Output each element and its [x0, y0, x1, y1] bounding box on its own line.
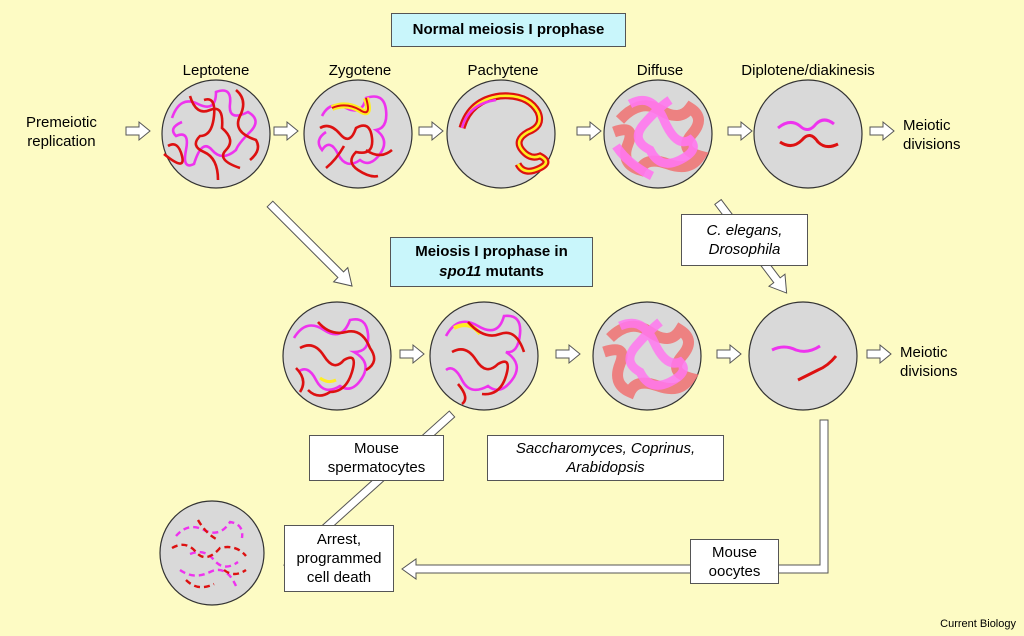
meiotic-divisions-bottom: Meiotic divisions: [900, 343, 958, 381]
sacch-line2: Arabidopsis: [566, 459, 645, 476]
box-celegans-drosophila: C. elegans, Drosophila: [681, 214, 808, 266]
cell-pachytene: [446, 79, 556, 189]
cell-arrest: [159, 500, 265, 606]
arrow-mutant-1: [399, 344, 425, 364]
title-mutant: Meiosis I prophase in spo11 mutants: [390, 237, 593, 287]
box-mouse-spermatocytes: Mouse spermatocytes: [309, 435, 444, 481]
cell-zygotene: [303, 79, 413, 189]
cell-mutant-leptotene: [282, 301, 392, 411]
cell-mutant-diffuse: [592, 301, 702, 411]
meiotic-top-line1: Meiotic: [903, 117, 951, 134]
title-normal-text: Normal meiosis I prophase: [412, 21, 605, 38]
cell-mutant-diplotene: [748, 301, 858, 411]
meiotic-divisions-top: Meiotic divisions: [903, 116, 961, 154]
stage-label-leptotene: Leptotene: [182, 62, 250, 79]
arrest-line2: programmed: [296, 550, 382, 567]
stage-label-diffuse: Diffuse: [636, 62, 684, 79]
title-mutant-line1: Meiosis I prophase in: [415, 243, 568, 260]
sacch-line1: Saccharomyces, Coprinus,: [515, 440, 696, 457]
cell-leptotene: [161, 79, 271, 189]
arrow-mutant-3: [716, 344, 742, 364]
box-mouse-oocytes: Mouse oocytes: [690, 539, 779, 584]
arrow-zygotene-pachytene: [418, 121, 444, 141]
arrow-oocyte-to-arrest: [401, 419, 829, 580]
arrest-line3: cell death: [306, 569, 372, 586]
celegans-line1: C. elegans,: [706, 222, 783, 239]
arrow-diplotene-divisions: [869, 121, 895, 141]
mouse-sperm-line2: spermatocytes: [327, 459, 426, 476]
box-arrest: Arrest, programmed cell death: [284, 525, 394, 592]
arrow-mutant-divisions: [866, 344, 892, 364]
meiotic-bottom-line2: divisions: [900, 363, 958, 380]
meiotic-bottom-line1: Meiotic: [900, 344, 948, 361]
meiotic-top-line2: divisions: [903, 136, 961, 153]
arrow-premeiotic-leptotene: [125, 121, 151, 141]
arrest-line1: Arrest,: [316, 531, 362, 548]
mouse-oocytes-line1: Mouse: [711, 543, 758, 561]
mouse-oocytes-line2: oocytes: [708, 562, 761, 580]
premeiotic-line2: replication: [27, 133, 96, 150]
premeiotic-label: Premeiotic replication: [26, 113, 97, 151]
box-saccharomyces: Saccharomyces, Coprinus, Arabidopsis: [487, 435, 724, 481]
premeiotic-line1: Premeiotic: [26, 114, 97, 131]
mouse-sperm-line1: Mouse: [353, 440, 400, 457]
stage-label-diplotene: Diplotene/diakinesis: [741, 62, 875, 79]
celegans-line2: Drosophila: [708, 241, 781, 258]
arrow-mutant-2: [555, 344, 581, 364]
title-mutant-line2: spo11 mutants: [439, 262, 544, 282]
title-mutant-suffix: mutants: [481, 263, 544, 280]
title-normal: Normal meiosis I prophase: [391, 13, 626, 47]
cell-diffuse: [603, 79, 713, 189]
arrow-leptotene-to-mutant: [266, 200, 353, 287]
arrow-diffuse-diplotene: [727, 121, 753, 141]
stage-label-zygotene: Zygotene: [328, 62, 392, 79]
title-mutant-gene: spo11: [439, 263, 482, 280]
cell-mutant-zygotene: [429, 301, 539, 411]
arrow-leptotene-zygotene: [273, 121, 299, 141]
cell-diplotene: [753, 79, 863, 189]
journal-credit: Current Biology: [940, 618, 1016, 630]
arrow-pachytene-diffuse: [576, 121, 602, 141]
stage-label-pachytene: Pachytene: [467, 62, 539, 79]
